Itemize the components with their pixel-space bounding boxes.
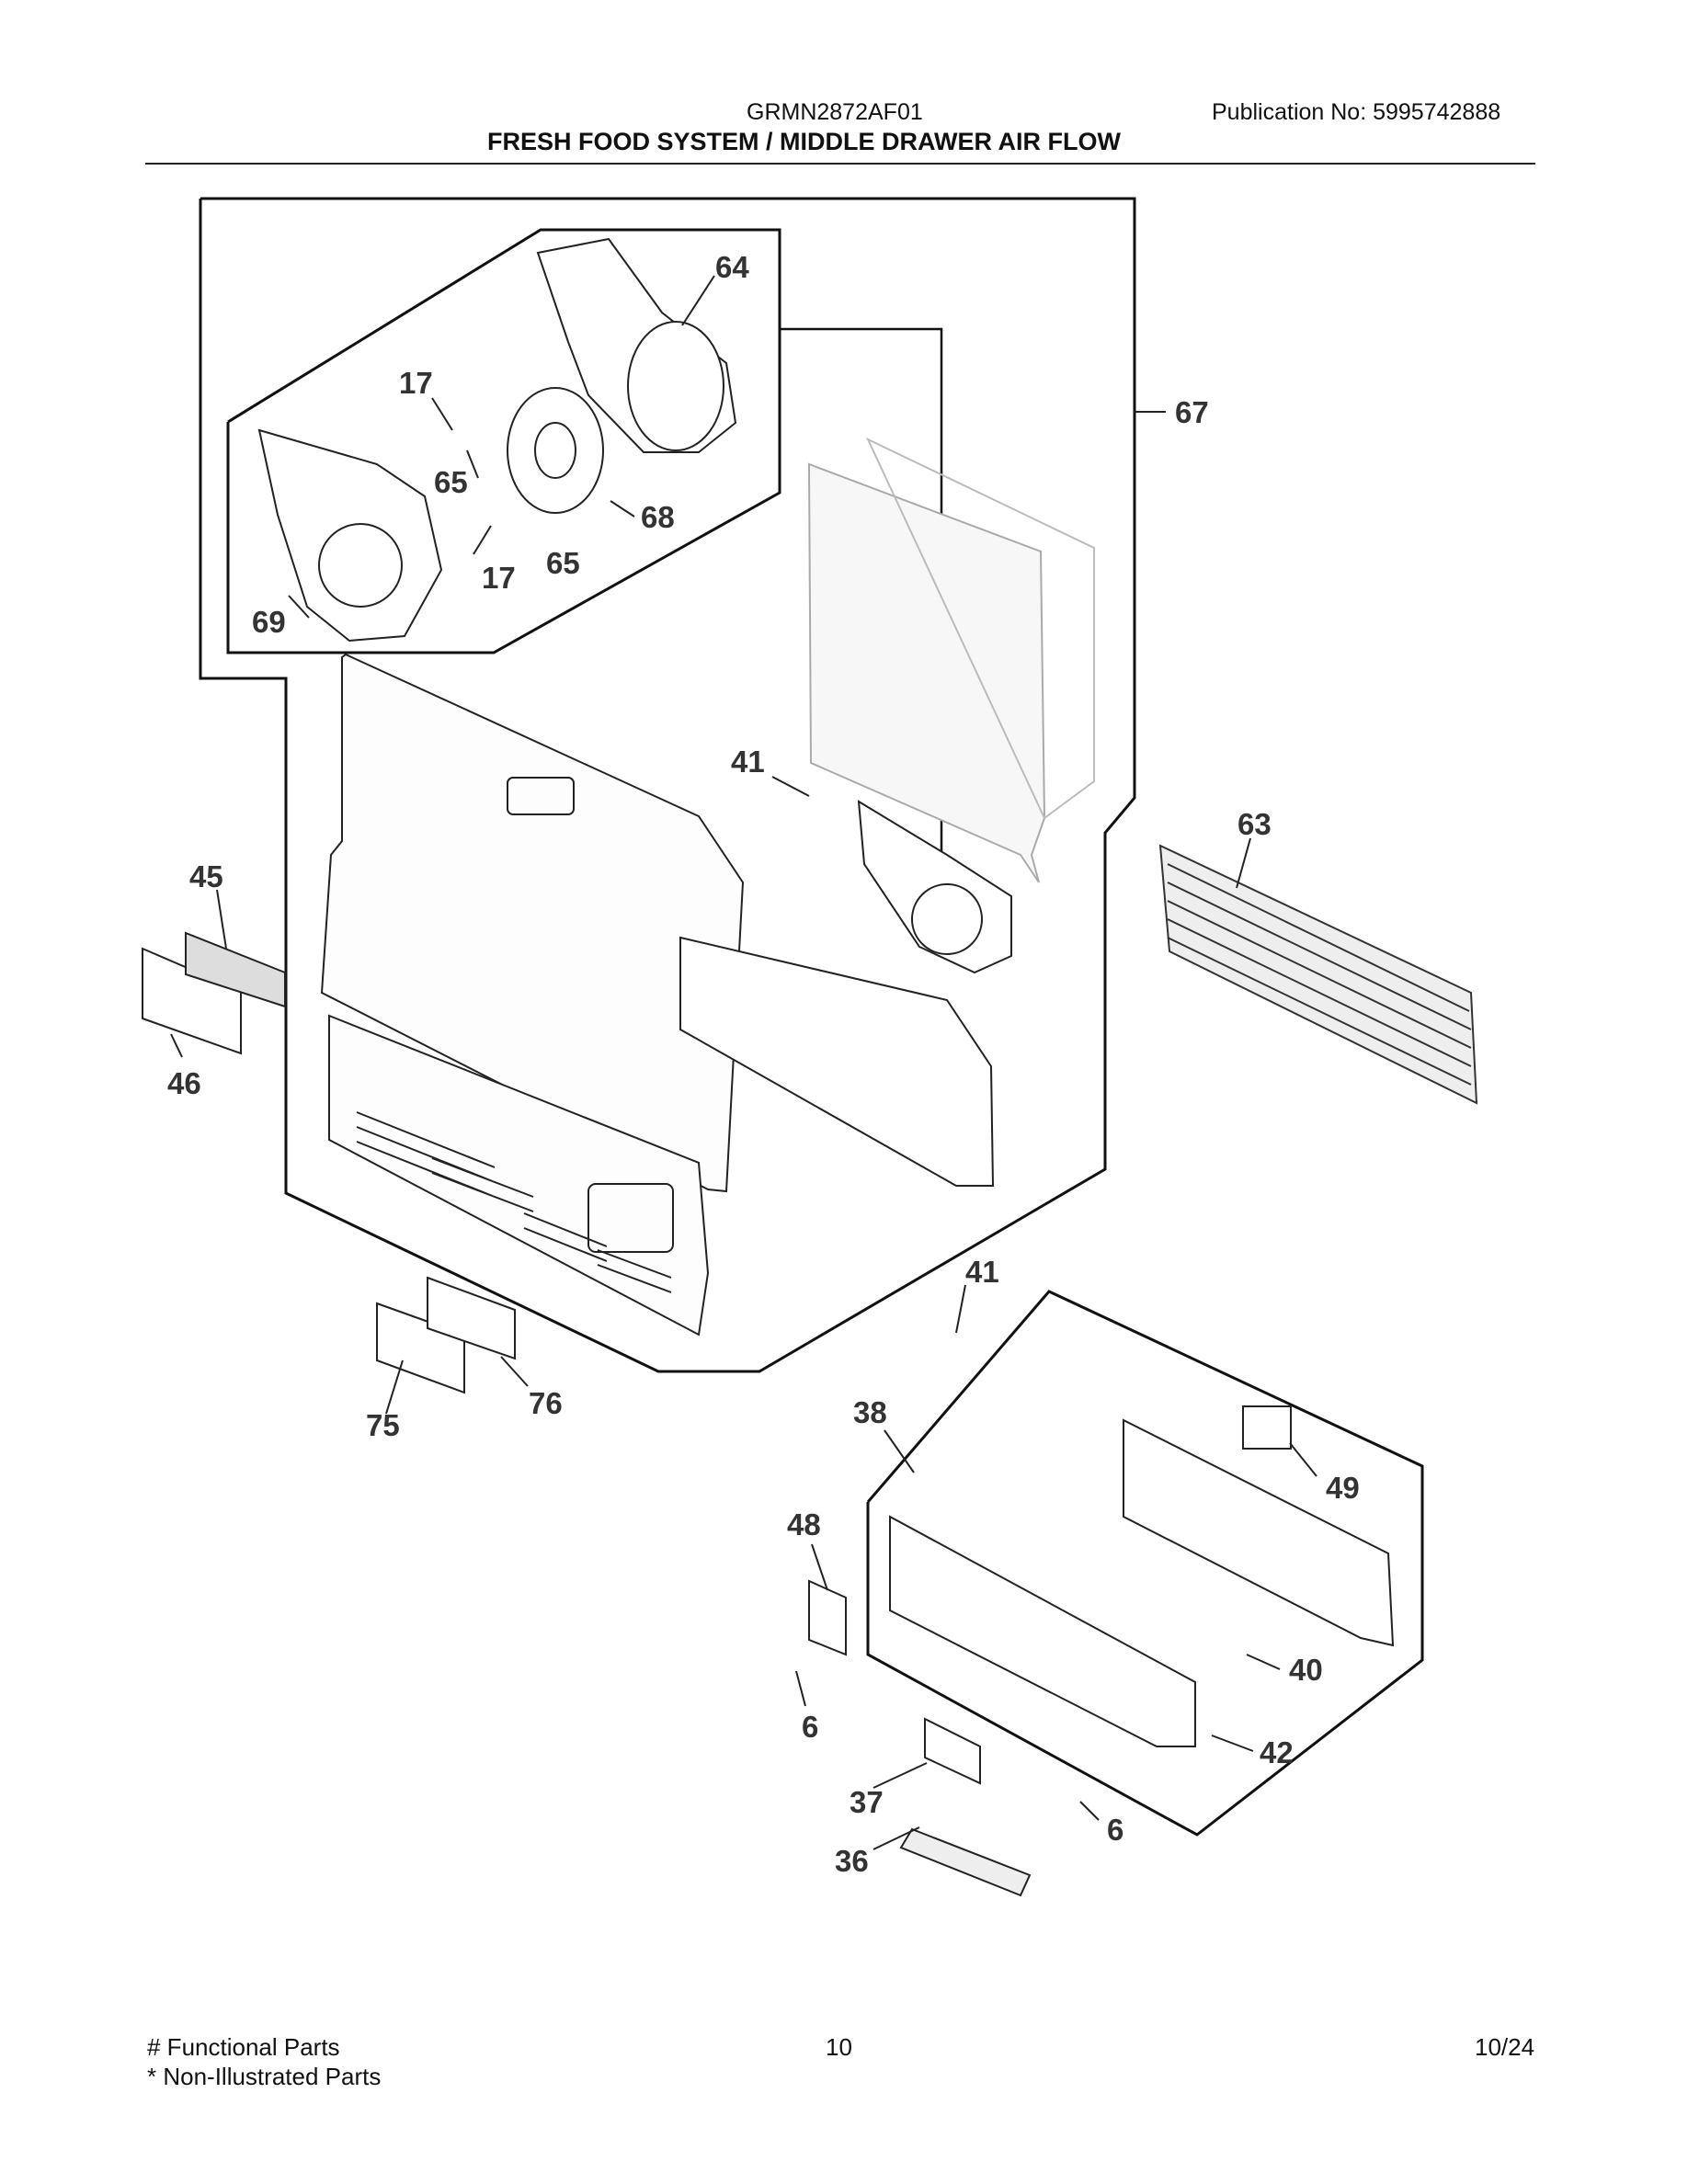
callout-41b: 41 <box>965 1255 999 1289</box>
callout-67: 67 <box>1175 395 1209 429</box>
duct-cover <box>320 653 995 1337</box>
callout-6b: 6 <box>1107 1813 1123 1847</box>
revision-date: 10/24 <box>1475 2033 1535 2061</box>
callout-6a: 6 <box>802 1710 818 1744</box>
header-rule <box>145 163 1535 165</box>
callout-63: 63 <box>1237 807 1272 841</box>
callout-49: 49 <box>1326 1471 1360 1505</box>
callout-65b: 65 <box>546 546 580 580</box>
cover-75-76 <box>376 1276 516 1394</box>
callout-40: 40 <box>1289 1653 1323 1687</box>
footer-functional-parts: # Functional Parts <box>147 2033 340 2061</box>
callout-64: 64 <box>715 250 749 284</box>
callout-76: 76 <box>529 1386 563 1420</box>
page-number: 10 <box>826 2033 852 2061</box>
callout-17b: 17 <box>482 561 516 595</box>
callout-42: 42 <box>1260 1735 1294 1769</box>
fan-housing-64 <box>536 237 737 453</box>
model-number: GRMN2872AF01 <box>747 99 923 125</box>
evaporator-63 <box>1158 844 1478 1105</box>
callout-36: 36 <box>835 1844 869 1878</box>
callout-68: 68 <box>641 500 675 534</box>
callout-38: 38 <box>853 1395 887 1429</box>
drawer-blower <box>857 800 1012 974</box>
drawer-assembly-box <box>866 1290 1424 1837</box>
assembly-outline-67 <box>199 197 1136 1373</box>
callout-48: 48 <box>787 1507 821 1541</box>
callout-69: 69 <box>252 605 286 639</box>
callout-37: 37 <box>850 1785 884 1819</box>
publication-number: Publication No: 5995742888 <box>1212 99 1501 125</box>
damper-parts <box>808 1579 1032 1897</box>
drawer-duct-42 <box>889 1405 1395 1747</box>
page-title: FRESH FOOD SYSTEM / MIDDLE DRAWER AIR FL… <box>487 128 1121 155</box>
footer-non-illustrated-parts: * Non-Illustrated Parts <box>147 2063 382 2090</box>
callout-65a: 65 <box>434 465 468 499</box>
drawer-vent-46 <box>142 931 286 1055</box>
callout-41a: 41 <box>731 745 765 779</box>
fan-housing-box <box>226 228 781 654</box>
callout-17a: 17 <box>399 366 433 400</box>
callout-46: 46 <box>167 1066 201 1100</box>
callout-75: 75 <box>366 1408 400 1442</box>
callout-45: 45 <box>189 859 223 893</box>
rear-duct-panel <box>807 437 1095 883</box>
fan-motor-68 <box>507 387 604 514</box>
blower-housing-69 <box>257 428 443 643</box>
